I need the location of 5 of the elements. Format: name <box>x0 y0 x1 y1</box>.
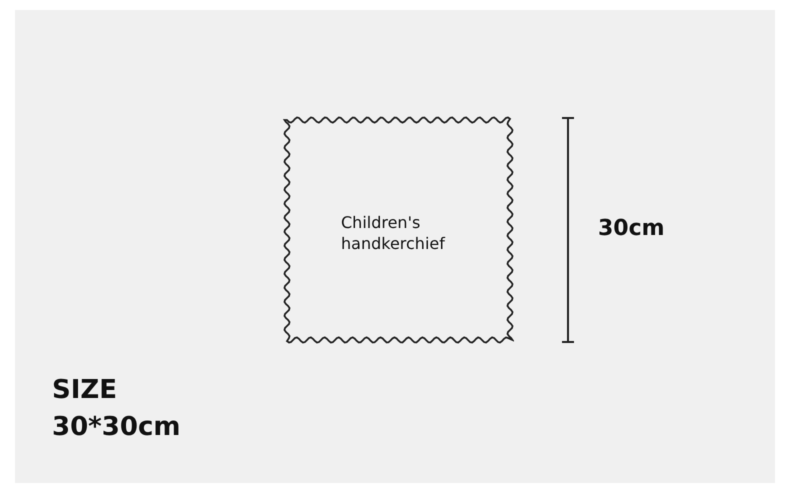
size-heading: SIZE <box>52 376 118 406</box>
size-value: 30*30cm <box>52 413 180 443</box>
handkerchief-outline <box>283 116 514 344</box>
node-label: Children's handkerchief <box>341 212 446 254</box>
dimension-label: 30cm <box>598 216 665 242</box>
